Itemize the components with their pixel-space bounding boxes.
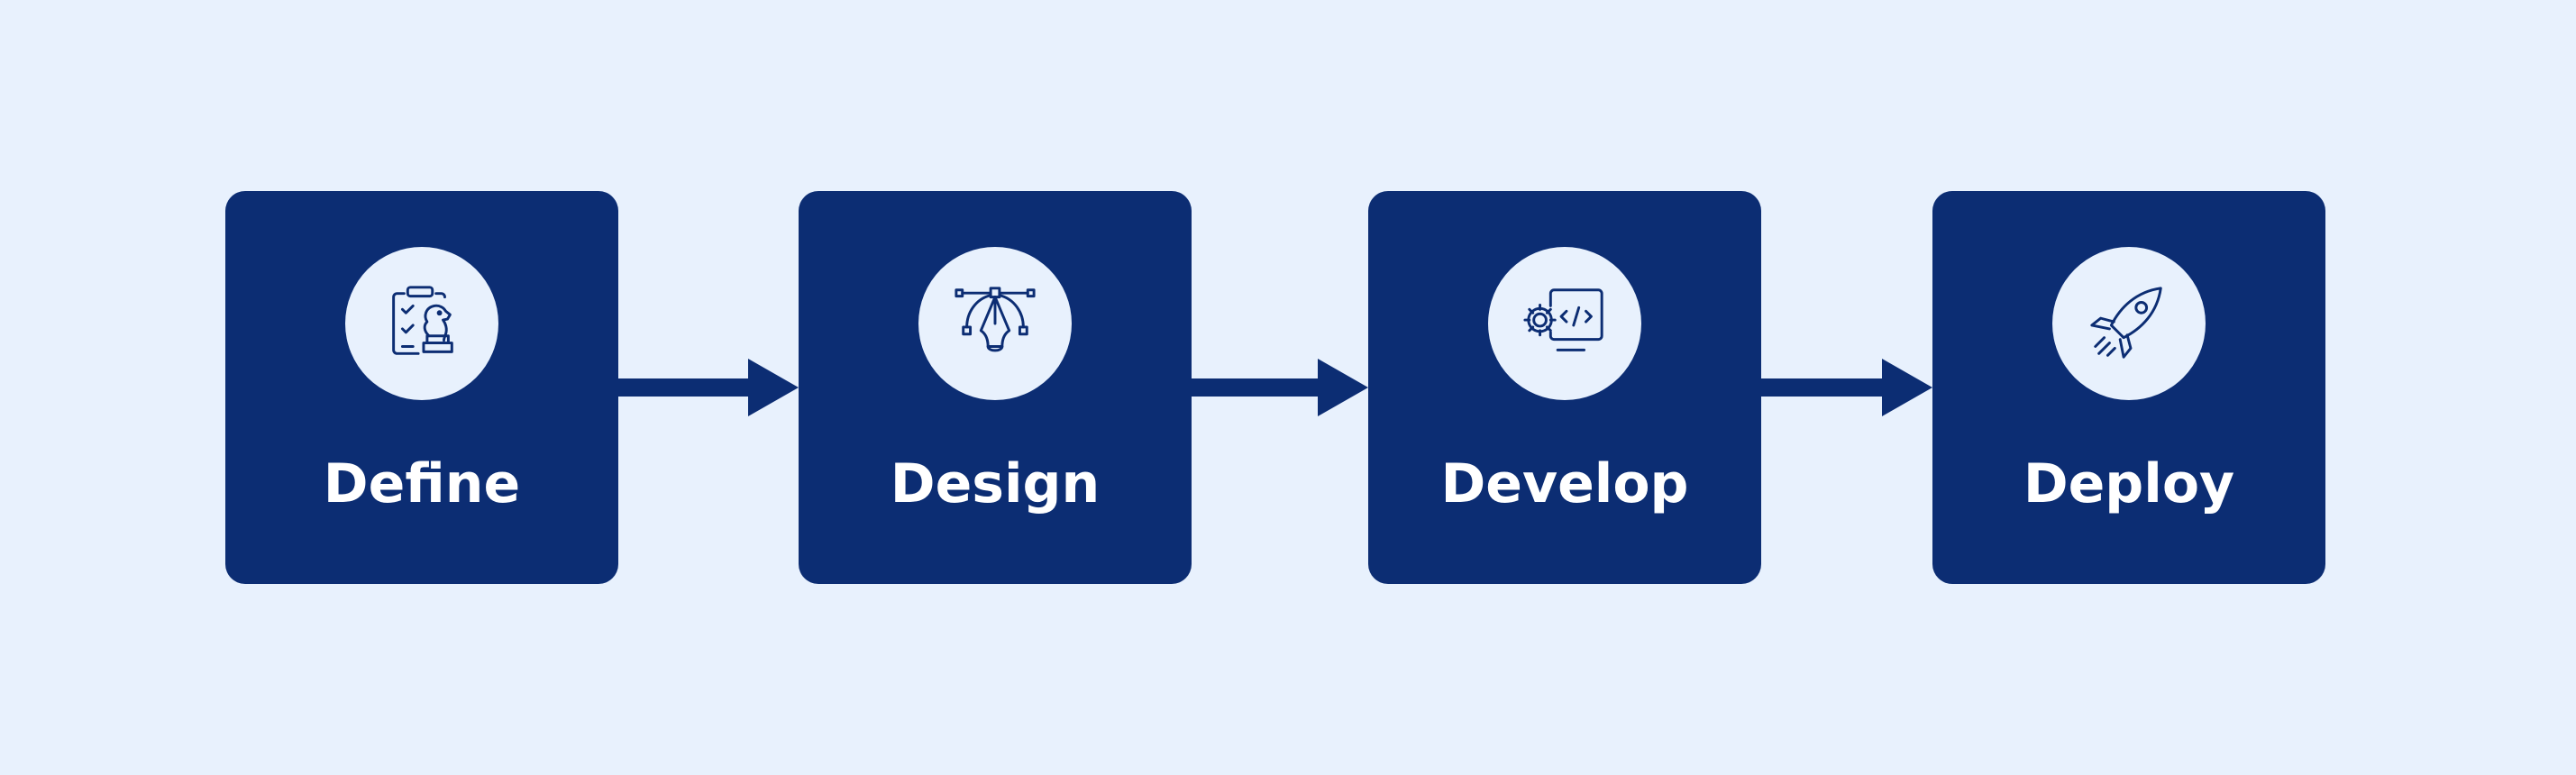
step-develop-icon-circle bbox=[1488, 247, 1641, 400]
step-deploy-label: Deploy bbox=[2023, 452, 2235, 515]
strategy-clipboard-chess-icon bbox=[392, 286, 453, 355]
step-design-label: Design bbox=[890, 452, 1101, 515]
step-define: Define bbox=[225, 191, 618, 584]
arrow-define-to-design bbox=[618, 359, 799, 416]
code-gear-monitor-icon bbox=[1523, 288, 1603, 351]
step-deploy: Deploy bbox=[1932, 191, 2325, 584]
arrow-develop-to-deploy bbox=[1761, 359, 1932, 416]
arrow-design-to-develop bbox=[1192, 359, 1368, 416]
step-develop: Develop bbox=[1368, 191, 1761, 584]
vector-pen-tool-icon bbox=[955, 287, 1036, 352]
step-define-icon-circle bbox=[345, 247, 498, 400]
rocket-icon bbox=[2090, 287, 2162, 359]
step-deploy-icon-circle bbox=[2052, 247, 2206, 400]
step-design: Design bbox=[799, 191, 1192, 584]
step-define-label: Define bbox=[323, 452, 521, 515]
step-develop-label: Develop bbox=[1440, 452, 1689, 515]
step-design-icon-circle bbox=[918, 247, 1072, 400]
